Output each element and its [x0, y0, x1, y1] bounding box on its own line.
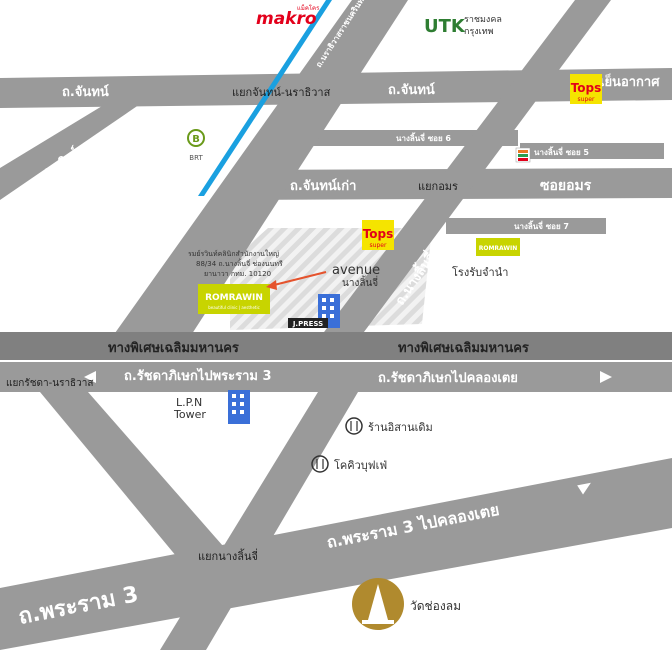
romrawin-logo-small: ROMRAWIN [476, 238, 520, 256]
romrawin-logo-main: ROMRAWIN beautiful clinic | aesthetic [198, 284, 270, 314]
junction-label-ratchada-narathiwat: แยกรัชดา-นราธิวาส [6, 378, 94, 389]
brt-code: B [192, 134, 200, 145]
utk-logo: UTK [424, 16, 466, 37]
building-icon [228, 390, 250, 424]
road-label-soi-7: นางลิ้นจี่ ซอย 7 [514, 220, 569, 231]
road-label-soi-om: ซอยอมร [540, 178, 592, 194]
brt-text: BRT [189, 154, 203, 162]
temple-icon [352, 578, 404, 630]
tops-logo-mid: Tops super [362, 220, 394, 250]
brt-line [198, 0, 332, 196]
tops-sub: super [578, 96, 595, 103]
makro-sub: แม็คโคร [297, 3, 320, 12]
road-narathiwat [110, 0, 408, 340]
romrawin-sub: beautiful clinic | aesthetic [208, 305, 260, 310]
road-sathu-pradit [0, 100, 146, 200]
restaurant-icon [311, 455, 329, 473]
utk-line-2: กรุงเทพ [464, 27, 494, 37]
romrawin-label: ROMRAWIN [479, 245, 518, 252]
road-ratchadaphisek [0, 362, 672, 392]
road-nanglinchi [318, 0, 611, 340]
road-label-chan-right: ถ.จันทน์ [388, 82, 435, 98]
lpn-line-2: Tower [173, 408, 206, 421]
makro-logo: makro [256, 9, 317, 29]
arrow-right-icon [600, 371, 612, 383]
restaurant-icon [345, 417, 363, 435]
avenue-label: avenue [332, 263, 380, 278]
road-label-expressway-right: ทางพิเศษเฉลิมมหานคร [398, 341, 529, 356]
junction-label-nanglinchi: แยกนางลิ้นจี่ [198, 548, 258, 563]
arrow-icon [269, 271, 327, 287]
pawnshop-label: โรงรับจำนำ [452, 265, 508, 279]
road-soi-5 [520, 143, 664, 159]
road-label-yenakat: เย็นอากาศ [600, 72, 660, 90]
romrawin-label: ROMRAWIN [205, 293, 263, 303]
avenue-sub-label: นางลิ้นจี่ [342, 275, 378, 289]
road-label-chan-kao: ถ.จันทน์เก่า [290, 178, 356, 194]
junction-label-om: แยกอมร [418, 180, 458, 193]
road-label-chan-left: ถ.จันทน์ [62, 84, 109, 100]
road-narathiwat-lower [40, 392, 244, 580]
lpn-line-1: L.P.N [176, 396, 202, 409]
road-rama-3 [0, 458, 672, 650]
junction-label-chan-narathiwat: แยกจันทน์-นราธิวาส [232, 86, 331, 99]
arrow-head-icon [266, 280, 277, 290]
road-label-expressway-left: ทางพิเศษเฉลิมมหานคร [108, 341, 239, 356]
road-label-soi-5: นางลิ้นจี่ ซอย 5 [534, 146, 589, 157]
clinic-address-1: รมย์รวินท์คลินิกสำนักงานใหญ่ [188, 249, 279, 258]
brt-icon: B BRT [187, 129, 205, 162]
arrow-right-icon [577, 482, 591, 495]
arrow-left-icon [84, 371, 96, 383]
seven-eleven-icon [515, 147, 531, 163]
tops-label: Tops [363, 227, 394, 241]
tops-label: Tops [571, 81, 602, 95]
isan-restaurant-label: ร้านอิสานเดิม [368, 421, 433, 434]
jpress-badge [288, 318, 328, 328]
clinic-address-2: 88/34 ถ.นางลิ้นจี่ ช่องนนทรี [196, 257, 283, 268]
road-label-ratchada-rama3: ถ.รัชดาภิเษกไปพระราม 3 [124, 367, 272, 384]
road-label-ratchada-khlongtoei: ถ.รัชดาภิเษกไปคลองเตย [378, 369, 518, 386]
clinic-address-3: ยานาวา กทม. 10120 [204, 270, 271, 278]
tops-sub: super [370, 242, 387, 249]
road-soi-6 [296, 130, 518, 146]
buffet-label: โคคิวบุฟเฟ่ [334, 458, 387, 472]
road-label-soi-6: นางลิ้นจี่ ซอย 6 [396, 132, 451, 143]
tops-logo-top: Tops super [570, 74, 602, 104]
jpress-label: J.PRESS [292, 320, 323, 328]
road-expressway [0, 332, 672, 360]
road-soi-7 [446, 218, 606, 234]
temple-label: วัดช่องลม [410, 599, 461, 613]
utk-line-1: ราชมงคล [464, 15, 502, 25]
